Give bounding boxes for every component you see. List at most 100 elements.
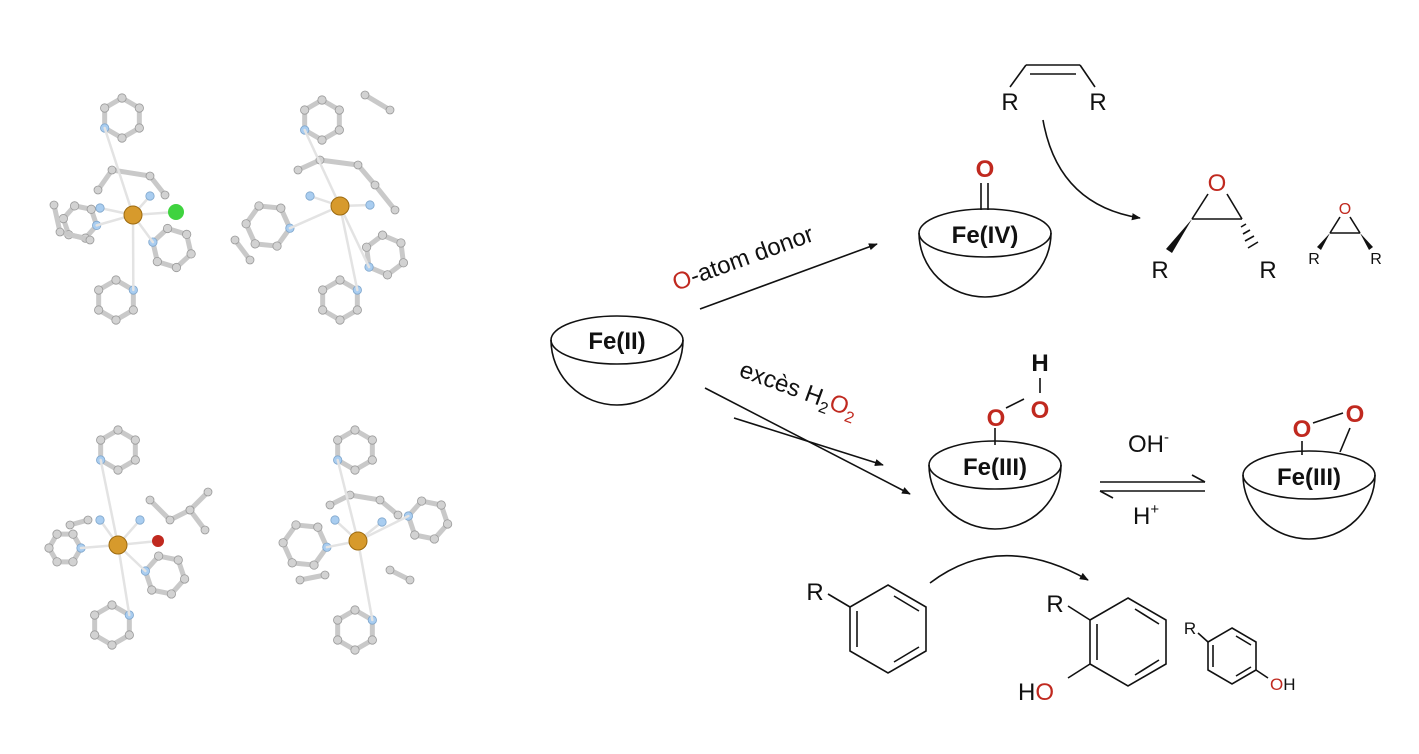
fe2-bowl: Fe(II) (551, 316, 683, 405)
carbon-atom (288, 559, 296, 567)
carbon-atom (406, 576, 414, 584)
carbon-atom (362, 243, 370, 251)
carbon-atom (146, 496, 154, 504)
bond (358, 541, 372, 620)
epoxide-r-right: R (1259, 257, 1276, 284)
carbon-atom (354, 161, 362, 169)
carbon-atom (90, 631, 98, 639)
carbon-atom (318, 306, 326, 314)
carbon-atom (300, 106, 308, 114)
fe4-label: Fe(IV) (952, 222, 1019, 249)
carbon-atom (94, 186, 102, 194)
carbon-atom (351, 646, 359, 654)
carbon-atom (112, 276, 120, 284)
carbon-atom (368, 456, 376, 464)
carbon-atom (84, 516, 92, 524)
carbon-atom (371, 181, 379, 189)
epoxide-r-left: R (1151, 257, 1168, 284)
nitrogen-atom (331, 516, 339, 524)
cis-epoxide-r-left: R (1308, 251, 1320, 268)
nitrogen-atom (96, 204, 104, 212)
arene-substrate: R (806, 579, 926, 673)
nitrogen-atom (136, 516, 144, 524)
carbon-atom (108, 641, 116, 649)
fe4-oxo-bowl: Fe(IV) O (919, 156, 1051, 297)
carbon-atom (180, 575, 188, 583)
carbon-atom (417, 497, 425, 505)
carbon-atom (314, 523, 322, 531)
cis-epoxide-o: O (1339, 201, 1351, 218)
carbon-atom (131, 456, 139, 464)
carbon-atom (368, 636, 376, 644)
carbon-atom (114, 426, 122, 434)
carbon-atom (153, 257, 161, 265)
carbon-atom (399, 259, 407, 267)
carbon-atom (386, 566, 394, 574)
nitrogen-atom (146, 192, 154, 200)
carbon-atom (135, 104, 143, 112)
carbon-atom (172, 263, 180, 271)
carbon-atom (50, 201, 58, 209)
carbon-atom (351, 606, 359, 614)
equilibrium-h-label: H+ (1133, 501, 1159, 530)
carbon-atom (294, 166, 302, 174)
carbon-atom (443, 520, 451, 528)
nitrogen-atom (306, 192, 314, 200)
carbon-atom (118, 134, 126, 142)
carbon-atom (255, 202, 263, 210)
carbon-atom (201, 526, 209, 534)
carbon-atom (310, 561, 318, 569)
nitrogen-atom (96, 516, 104, 524)
carbon-atom (318, 96, 326, 104)
carbon-atom (70, 202, 78, 210)
carbon-atom (378, 231, 386, 239)
carbon-atom (69, 530, 77, 538)
carbon-atom (187, 250, 195, 258)
crystal-structure-1 (50, 94, 195, 324)
carbon-atom (53, 558, 61, 566)
arrow-o-atom-donor-label: O-atom donor (669, 221, 817, 297)
carbon-atom (246, 256, 254, 264)
carbon-atom (135, 124, 143, 132)
carbon-atom (437, 501, 445, 509)
crystal-structure-4 (279, 426, 452, 654)
carbon-atom (231, 236, 239, 244)
carbon-atom (273, 242, 281, 250)
bond (375, 185, 395, 210)
carbon-atom (391, 206, 399, 214)
alkene-r-right: R (1089, 89, 1106, 116)
carbon-atom (125, 631, 133, 639)
carbon-atom (336, 316, 344, 324)
oxygen-atom (152, 535, 164, 547)
fe2-label: Fe(II) (588, 328, 645, 355)
carbon-atom (279, 539, 287, 547)
peroxo-o2: O (1346, 401, 1365, 428)
carbon-atom (59, 214, 67, 222)
bond (350, 495, 380, 500)
hydroperoxo-o2: O (1031, 397, 1050, 424)
carbon-atom (242, 220, 250, 228)
carbon-atom (86, 236, 94, 244)
carbon-atom (114, 466, 122, 474)
carbon-atom (94, 286, 102, 294)
carbon-atom (66, 521, 74, 529)
carbon-atom (108, 166, 116, 174)
cis-epoxide-product: O R R (1308, 201, 1382, 268)
carbon-atom (368, 436, 376, 444)
iron-atom (349, 532, 367, 550)
carbon-atom (251, 240, 259, 248)
carbon-atom (131, 436, 139, 444)
carbon-atom (318, 286, 326, 294)
carbon-atom (333, 436, 341, 444)
carbon-atom (154, 552, 162, 560)
carbon-atom (182, 230, 190, 238)
iron-atom (124, 206, 142, 224)
carbon-atom (186, 506, 194, 514)
crystal-structure-3 (45, 426, 212, 649)
arrow-excess-h2o2-label: excès H2O2 (735, 356, 861, 427)
para-phenol-product: R OH (1184, 619, 1296, 694)
carbon-atom (166, 516, 174, 524)
carbon-atom (148, 586, 156, 594)
arene-r: R (806, 579, 823, 606)
